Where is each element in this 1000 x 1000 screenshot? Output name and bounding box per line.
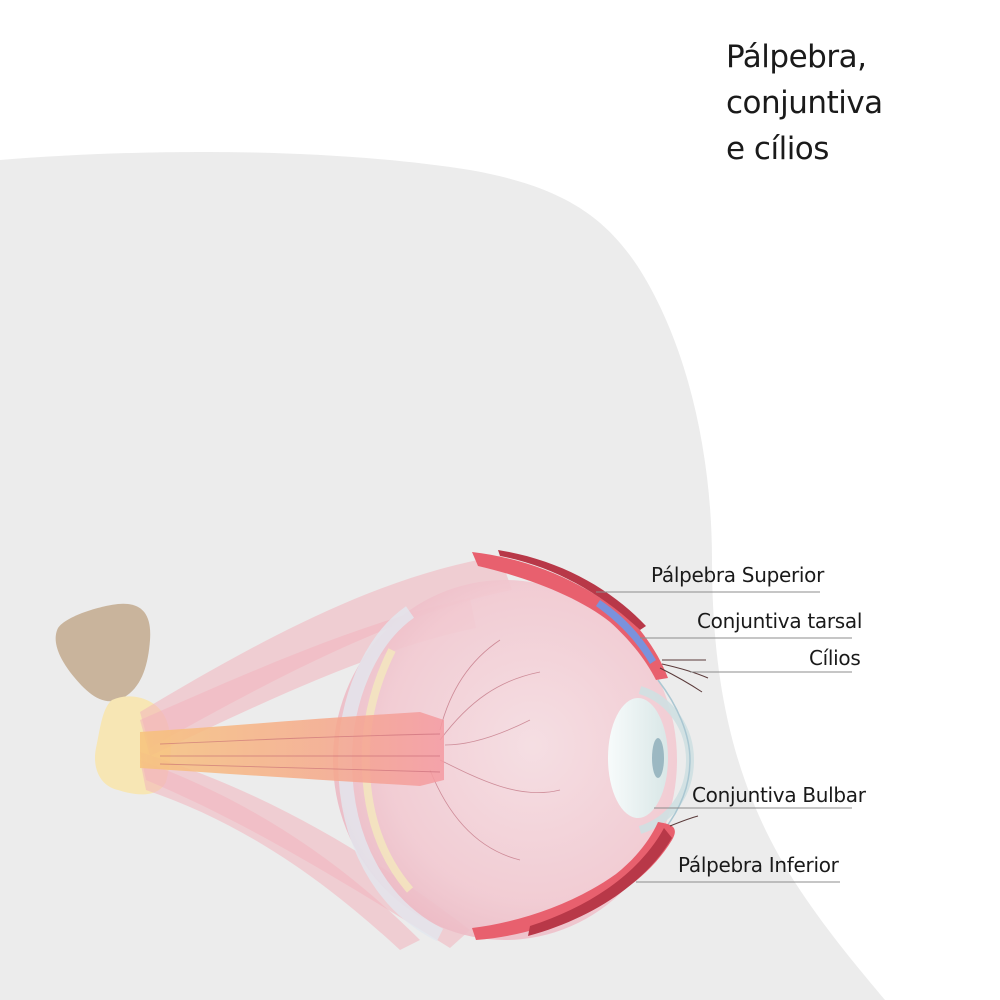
title-line-2: conjuntiva xyxy=(726,85,883,121)
iris xyxy=(652,738,664,778)
page-title: Pálpebra, conjuntiva e cílios xyxy=(726,34,883,172)
upper-eyelid xyxy=(472,552,668,680)
title-line-1: Pálpebra, xyxy=(726,39,867,75)
label-conjuntiva-tarsal: Conjuntiva tarsal xyxy=(697,609,863,633)
eye-globe xyxy=(333,580,677,940)
orbit-bone xyxy=(55,603,151,702)
label-conjuntiva-bulbar: Conjuntiva Bulbar xyxy=(692,783,866,807)
eyelashes xyxy=(659,659,709,693)
label-palpebra-superior: Pálpebra Superior xyxy=(651,563,825,587)
lens xyxy=(608,698,668,818)
retinal-vessels xyxy=(429,639,561,861)
label-cilios: Cílios xyxy=(809,646,861,670)
conjunctiva-bulbar-line xyxy=(657,679,691,831)
conjunctiva-tarsal xyxy=(596,600,656,664)
title-line-3: e cílios xyxy=(726,131,829,167)
optic-nerve xyxy=(140,712,444,786)
leader-lines xyxy=(596,591,852,883)
label-palpebra-inferior: Pálpebra Inferior xyxy=(678,853,839,877)
